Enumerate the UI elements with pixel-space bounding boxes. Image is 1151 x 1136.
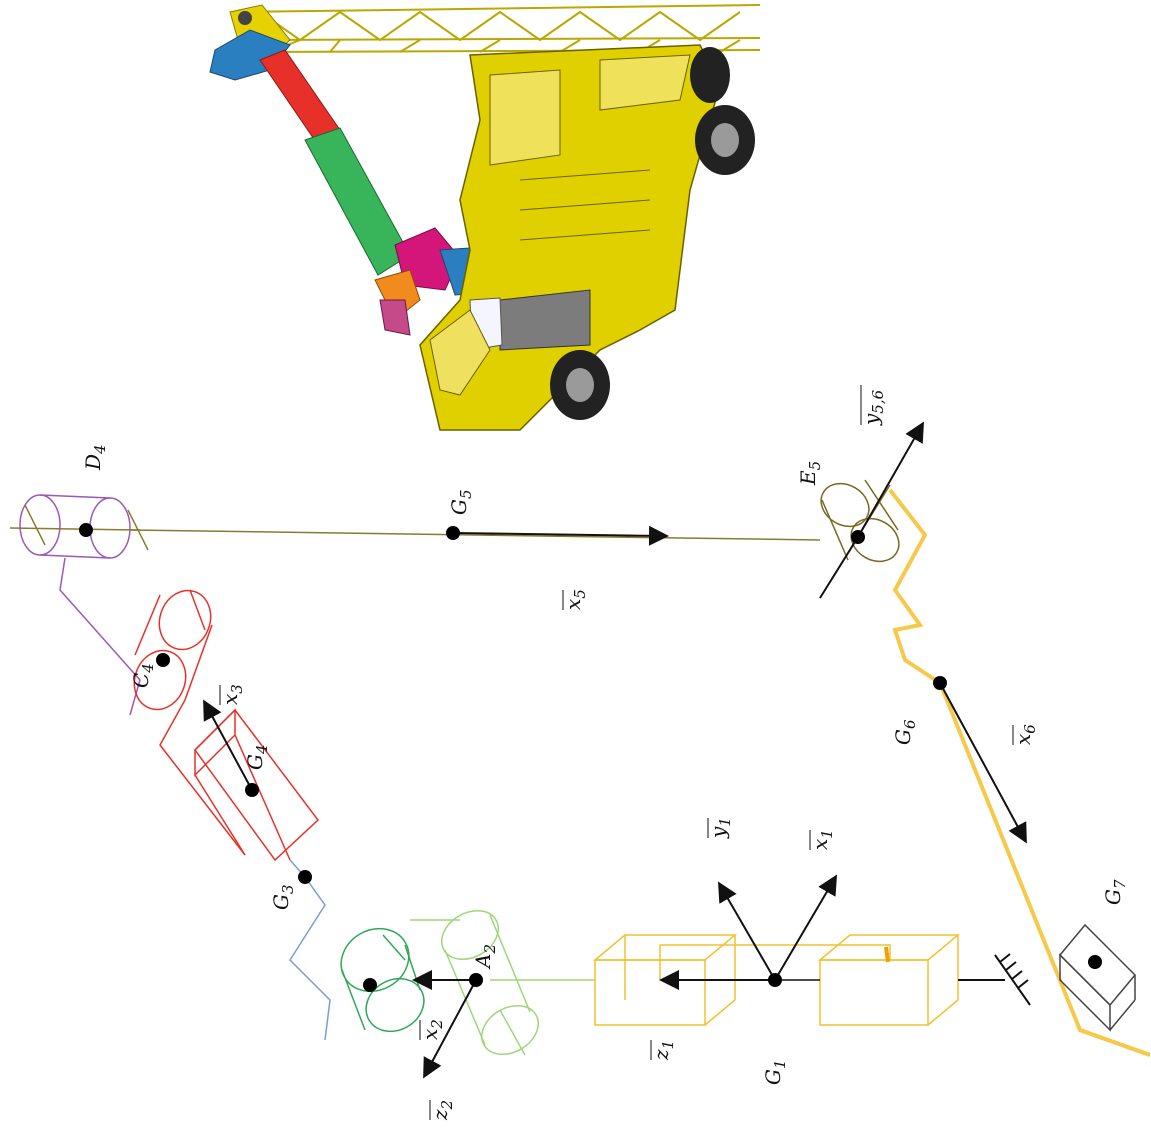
- x3-arrow: [203, 699, 253, 791]
- key-points: [79, 523, 1102, 992]
- label-y56: y5,6: [859, 389, 887, 426]
- point-e5: [851, 530, 865, 544]
- green-arm-segment: [304, 127, 411, 276]
- point-d4: [79, 523, 93, 537]
- point-a2: [469, 973, 483, 987]
- link-6: [888, 488, 1151, 1057]
- y56-arrow: [857, 421, 924, 538]
- x6-arrow: [939, 682, 1027, 844]
- label-x2: x2: [418, 1019, 446, 1040]
- link-3: [289, 876, 331, 1041]
- label-z2: z2: [428, 1100, 456, 1121]
- link-5: [129, 529, 821, 541]
- point-g3: [298, 870, 312, 884]
- label-g3: G3: [269, 884, 297, 910]
- label-g7: G7: [1101, 879, 1129, 905]
- point-g7: [1088, 955, 1102, 969]
- label-a2: A2: [471, 944, 499, 970]
- label-e5: E5: [796, 461, 824, 486]
- link-2: [340, 910, 595, 1056]
- ground-symbol: [958, 953, 1031, 1006]
- point-g5: [446, 526, 460, 540]
- label-x3: x3: [218, 684, 246, 705]
- label-x6: x6: [1011, 724, 1039, 745]
- truck-crane-illustration: [209, 4, 761, 431]
- link1-orange-mark: [884, 946, 890, 963]
- vehicle-chassis: [419, 44, 721, 431]
- label-g5: G5: [447, 489, 475, 515]
- g7-cube: [1058, 923, 1137, 1032]
- label-d4: D4: [81, 444, 109, 471]
- label-g1: G1: [761, 1059, 789, 1085]
- point-g2: [363, 978, 377, 992]
- wrist-joint: [374, 227, 461, 336]
- labels: D4 G5 x5 E5 y5,6 C4 x3 G4 G6 x6 y1 x1 G3…: [81, 389, 1129, 1121]
- lattice-boom: [239, 4, 761, 53]
- z2-arrow: [423, 979, 477, 1079]
- x1-arrow: [774, 874, 838, 981]
- d4-cylinder: [9, 494, 149, 716]
- e5-axis: [819, 536, 859, 599]
- label-z1: z1: [649, 1040, 677, 1061]
- vehicle-wheels: [550, 47, 755, 420]
- vector-overlines: [219, 385, 1014, 1120]
- link-4: [133, 589, 320, 862]
- label-x1: x1: [808, 829, 836, 850]
- point-g6: [933, 676, 947, 690]
- red-arm-segment: [259, 49, 341, 146]
- x5-arrow: [452, 525, 669, 546]
- label-g4: G4: [243, 744, 271, 770]
- label-g6: G6: [891, 719, 919, 745]
- point-g4: [245, 783, 259, 797]
- point-g1: [768, 973, 782, 987]
- label-x5: x5: [561, 589, 589, 610]
- label-c4: C4: [129, 663, 157, 688]
- point-c4: [156, 653, 170, 667]
- label-y1: y1: [706, 817, 734, 839]
- y1-arrow: [717, 881, 776, 981]
